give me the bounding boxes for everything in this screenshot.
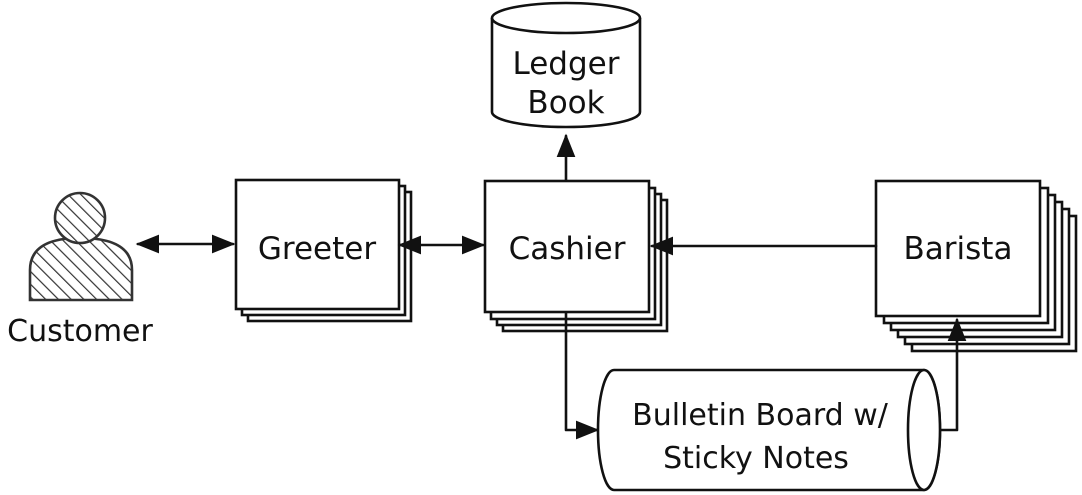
bulletin-cylinder-end (906, 368, 942, 492)
greeter-node: Greeter (234, 178, 413, 323)
bulletin-label-line2: Sticky Notes (663, 441, 849, 476)
customer-actor: Customer (7, 191, 154, 349)
barista-box (874, 179, 1042, 318)
ledger-cylinder-top (490, 1, 642, 35)
cashier-box (483, 179, 651, 314)
bulletin-barista-connector (939, 317, 967, 432)
barista-node: Barista (874, 179, 1078, 353)
cashier-bulletin-connector (564, 311, 600, 440)
ledger-cylinder-body (490, 18, 642, 129)
bulletin-label-line1: Bulletin Board w/ (632, 398, 889, 433)
ledger-label-line1: Ledger (513, 46, 620, 82)
cashier-label: Cashier (509, 231, 626, 267)
customer-head-icon (53, 191, 107, 245)
customer-body-icon (28, 236, 134, 302)
cashier-node: Cashier (483, 179, 669, 333)
bulletin-board-queue: Bulletin Board w/ Sticky Notes (596, 368, 942, 492)
greeter-box (234, 178, 401, 311)
customer-label: Customer (7, 314, 153, 349)
ledger-book-datastore: Ledger Book (490, 1, 642, 129)
ledger-label-line2: Book (527, 85, 604, 121)
greeter-label: Greeter (258, 231, 376, 267)
barista-label: Barista (904, 231, 1013, 267)
